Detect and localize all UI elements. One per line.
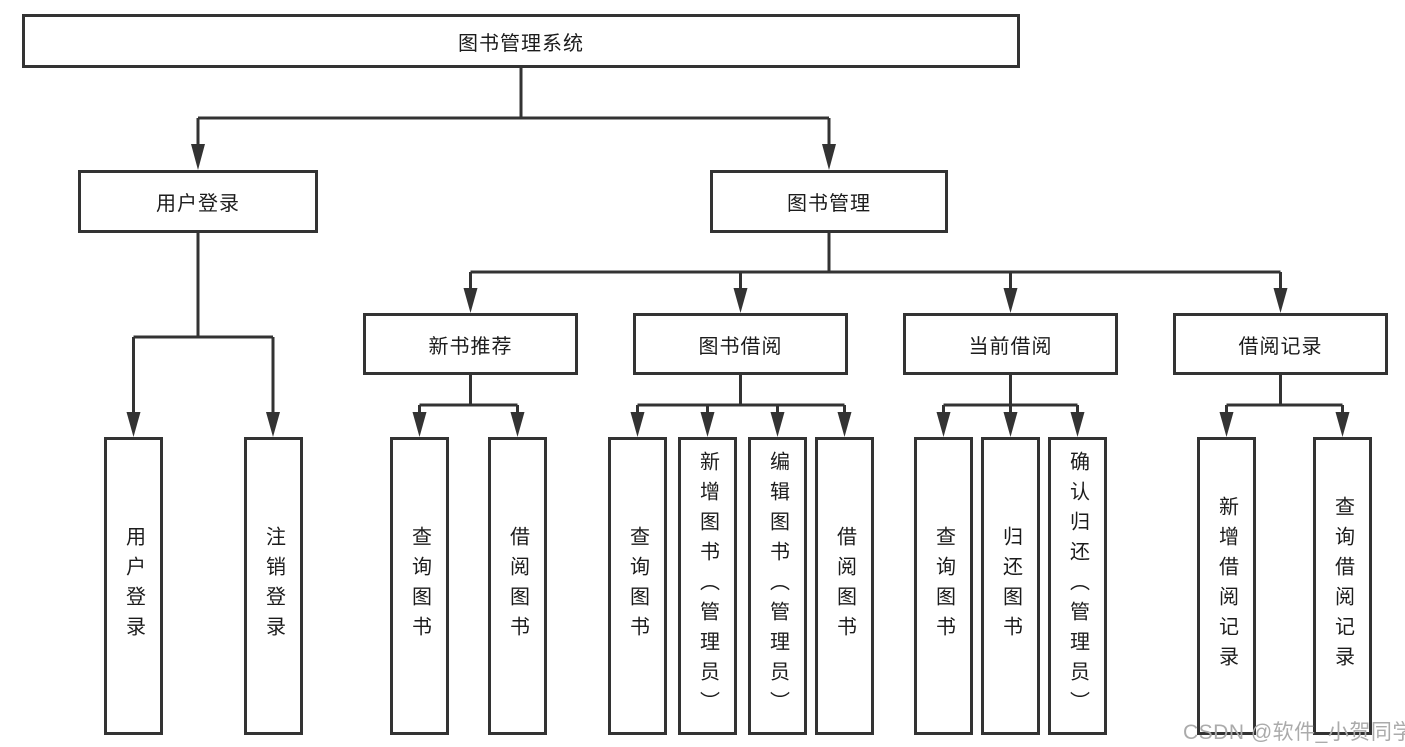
node-new-book-recommend: 新书推荐 (363, 313, 578, 375)
node-user-login: 用户登录 (78, 170, 318, 233)
leaf-query-borrow-record: 查询借阅记录 (1313, 437, 1372, 735)
connector-userlogin-to-leaves (132, 233, 275, 414)
leaf-query-books-recommend: 查询图书 (390, 437, 449, 735)
connector-bookmgmt-to-level3 (469, 233, 1282, 292)
leaf-edit-book-admin: 编辑图书（管理员） (748, 437, 807, 735)
node-library-system: 图书管理系统 (22, 14, 1020, 68)
connector-bookborrow-to-leaves (636, 375, 846, 414)
connector-currentborrow-to-leaves (942, 375, 1079, 414)
node-borrow-records: 借阅记录 (1173, 313, 1388, 375)
leaf-user-login: 用户登录 (104, 437, 163, 735)
leaf-borrow-books: 借阅图书 (815, 437, 874, 735)
node-book-borrow: 图书借阅 (633, 313, 848, 375)
leaf-query-books-current: 查询图书 (914, 437, 973, 735)
leaf-borrow-books-recommend: 借阅图书 (488, 437, 547, 735)
node-book-management: 图书管理 (710, 170, 948, 233)
leaf-logout: 注销登录 (244, 437, 303, 735)
leaf-return-book: 归还图书 (981, 437, 1040, 735)
connector-records-to-leaves (1225, 375, 1344, 414)
leaf-add-book-admin: 新增图书（管理员） (678, 437, 737, 735)
connector-root-to-level2 (196, 68, 831, 150)
csdn-watermark: CSDN @软件_小贺同学 (1183, 721, 1405, 744)
leaf-confirm-return-admin: 确认归还（管理员） (1048, 437, 1107, 735)
node-current-borrow: 当前借阅 (903, 313, 1118, 375)
connector-newbook-to-leaves (418, 375, 519, 414)
leaf-query-books-borrow: 查询图书 (608, 437, 667, 735)
leaf-add-borrow-record: 新增借阅记录 (1197, 437, 1256, 735)
